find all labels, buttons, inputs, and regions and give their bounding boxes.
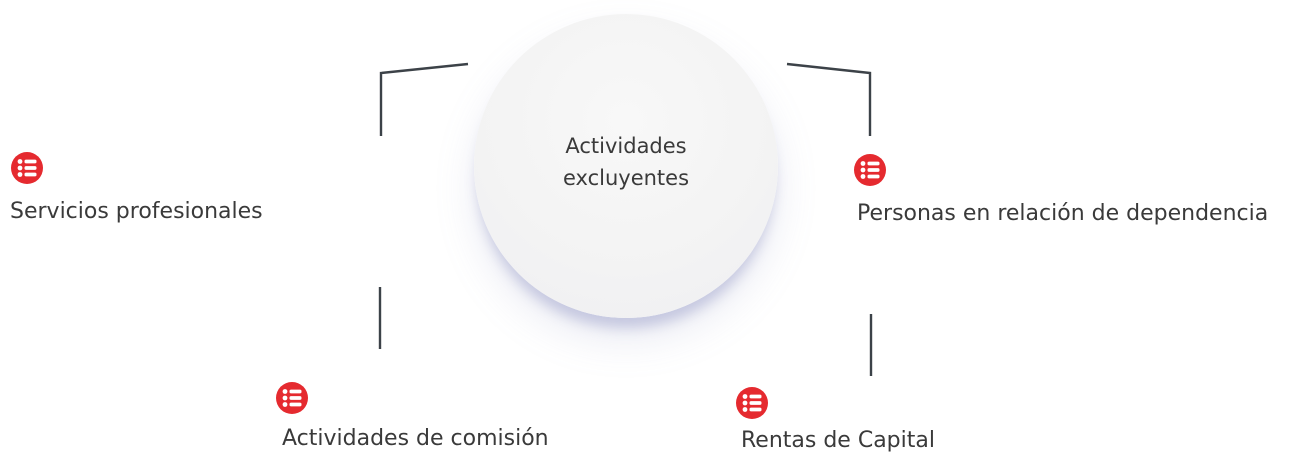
node-label-rentas-de-capital: Rentas de Capital [741, 428, 935, 453]
list-icon [735, 386, 769, 420]
node-label-servicios-profesionales: Servicios profesionales [10, 199, 263, 224]
list-icon [853, 153, 887, 187]
list-icon [275, 381, 309, 415]
list-icon [10, 151, 44, 185]
hub-label: Actividades excluyentes [562, 134, 690, 190]
connector-top-left [379, 62, 469, 136]
node-label-personas-en-relacion-de-dependencia: Personas en relación de dependencia [857, 201, 1269, 226]
connector-top-right [786, 62, 872, 136]
center-hub: Actividades excluyentes [474, 14, 778, 318]
node-label-actividades-de-comision: Actividades de comisión [282, 426, 549, 451]
